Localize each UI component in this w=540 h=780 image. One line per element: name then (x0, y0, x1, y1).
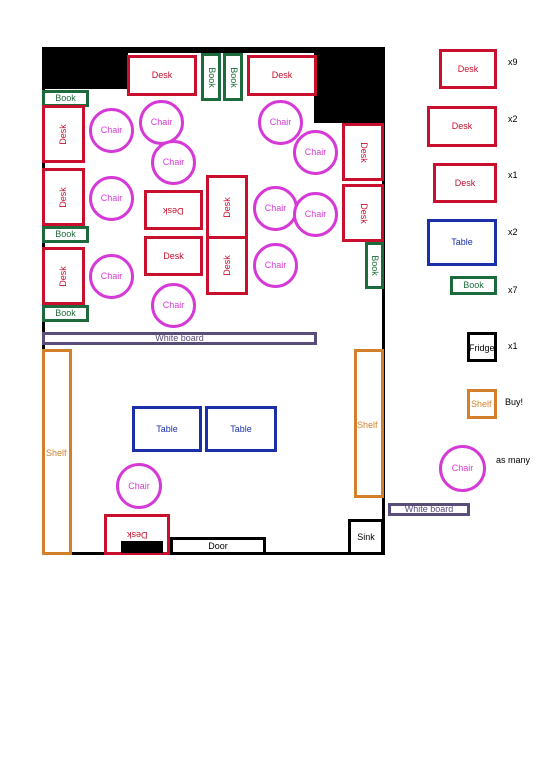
legend-desk-x9: Desk (439, 49, 497, 89)
desk-bottom-black-block (121, 541, 163, 553)
room-wall-right (382, 47, 385, 555)
legend-chair: Chair (439, 445, 486, 492)
desk-center-vertical-2: Desk (206, 236, 248, 295)
chair-5: Chair (151, 140, 196, 185)
blocked-area-top-strip (128, 47, 314, 53)
legend-desk-x9-count: x9 (508, 57, 518, 67)
chair-6: Chair (89, 176, 134, 221)
shelf-left-label: Shelf (46, 448, 67, 458)
book-top-1: Book (201, 53, 221, 101)
chair-10: Chair (253, 243, 298, 288)
blocked-area-top-left (42, 47, 128, 89)
whiteboard-outside: White board (388, 503, 470, 516)
legend-desk-x2: Desk (427, 106, 497, 147)
chair-3: Chair (258, 100, 303, 145)
sink: Sink (348, 519, 384, 555)
legend-fridge-label: Fridge (469, 343, 495, 353)
desk-left-2: Desk (42, 168, 85, 226)
shelf-left (42, 349, 72, 555)
legend-shelf-label: Shelf (471, 399, 492, 409)
chair-2: Chair (139, 100, 184, 145)
desk-center-lower: Desk (144, 236, 203, 276)
legend-desk-x1-count: x1 (508, 170, 518, 180)
whiteboard-room: White board (42, 332, 317, 345)
chair-4: Chair (293, 130, 338, 175)
blocked-area-top-right (314, 47, 385, 123)
legend-fridge-count: x1 (508, 341, 518, 351)
legend-shelf (467, 389, 497, 419)
desk-top-left: Desk (127, 55, 197, 96)
chair-9: Chair (89, 254, 134, 299)
legend-book: Book (450, 276, 497, 295)
legend-table: Table (427, 219, 497, 266)
chair-12: Chair (116, 463, 162, 509)
shelf-right (354, 349, 384, 498)
legend-fridge (467, 332, 497, 362)
desk-right-2: Desk (342, 184, 384, 242)
door: Door (170, 537, 266, 555)
desk-right-1: Desk (342, 123, 384, 181)
legend-shelf-count: Buy! (505, 397, 524, 407)
book-left-3: Book (42, 305, 89, 322)
table-1: Table (132, 406, 202, 452)
chair-1: Chair (89, 108, 134, 153)
desk-top-right: Desk (247, 55, 317, 96)
desk-left-3: Desk (42, 247, 85, 305)
book-right: Book (365, 242, 384, 289)
legend-desk-x1: Desk (433, 163, 497, 203)
chair-7: Chair (253, 186, 298, 231)
desk-left-1: Desk (42, 105, 85, 163)
table-2: Table (205, 406, 277, 452)
legend-table-count: x2 (508, 227, 518, 237)
legend-desk-x2-count: x2 (508, 114, 518, 124)
legend-chair-count: as many (496, 455, 531, 465)
chair-8: Chair (293, 192, 338, 237)
book-top-2: Book (223, 53, 243, 101)
chair-11: Chair (151, 283, 196, 328)
shelf-right-label: Shelf (357, 420, 378, 430)
book-left-2: Book (42, 226, 89, 243)
desk-center-vertical-1: Desk (206, 175, 248, 240)
legend-book-count: x7 (508, 285, 518, 295)
desk-center-upside-down: Desk (144, 190, 203, 230)
